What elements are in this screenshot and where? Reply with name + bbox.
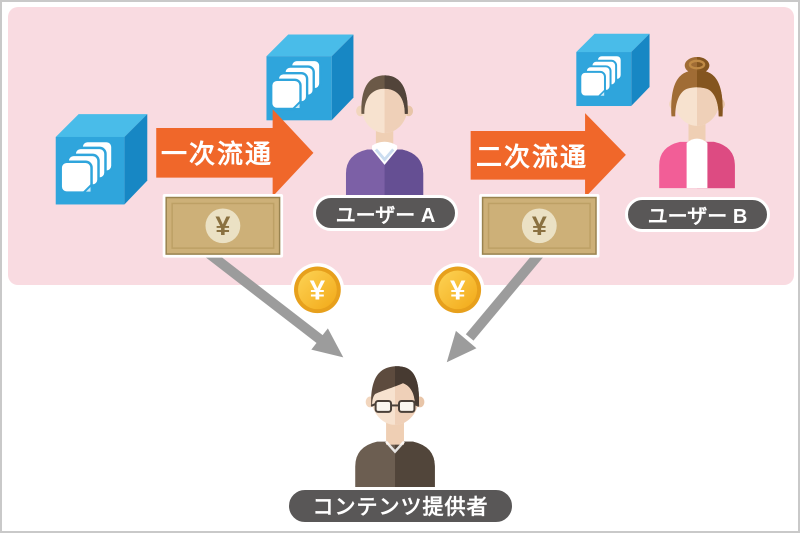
user-a-label: ユーザー A (313, 195, 458, 231)
content-cube-icon-user-b (575, 32, 651, 108)
payment-arrow-right-icon (446, 244, 549, 363)
secondary-flow-arrow-icon (470, 113, 626, 198)
coin-yen-symbol: ¥ (310, 275, 326, 306)
user-b-label: ユーザー B (625, 197, 770, 232)
banknote-icon-2: ¥ (479, 194, 600, 258)
primary-flow-arrow-icon (156, 109, 314, 197)
banknote-icon-1: ¥ (162, 194, 284, 258)
primary-flow-label: 一次流通 (160, 139, 273, 169)
provider-avatar (355, 366, 435, 491)
coin-yen-symbol: ¥ (450, 275, 466, 306)
yen-coin-icon-1: ¥ (290, 263, 345, 317)
banknote-yen-symbol: ¥ (215, 211, 230, 241)
user-a-collar (372, 141, 398, 165)
payment-arrow-left-icon (203, 248, 344, 358)
secondary-flow-label: 二次流通 (475, 142, 588, 172)
content-cube-icon-user-a (265, 33, 355, 122)
yen-coin-icon-2: ¥ (430, 263, 485, 317)
banknote-yen-symbol: ¥ (532, 211, 547, 241)
provider-glasses-icon (370, 399, 420, 413)
user-b-shirt (686, 138, 708, 189)
content-provider-label: コンテンツ提供者 (286, 487, 515, 525)
user-b-avatar (659, 57, 735, 189)
user-a-avatar (345, 75, 424, 197)
content-cube-icon-source (54, 112, 149, 206)
